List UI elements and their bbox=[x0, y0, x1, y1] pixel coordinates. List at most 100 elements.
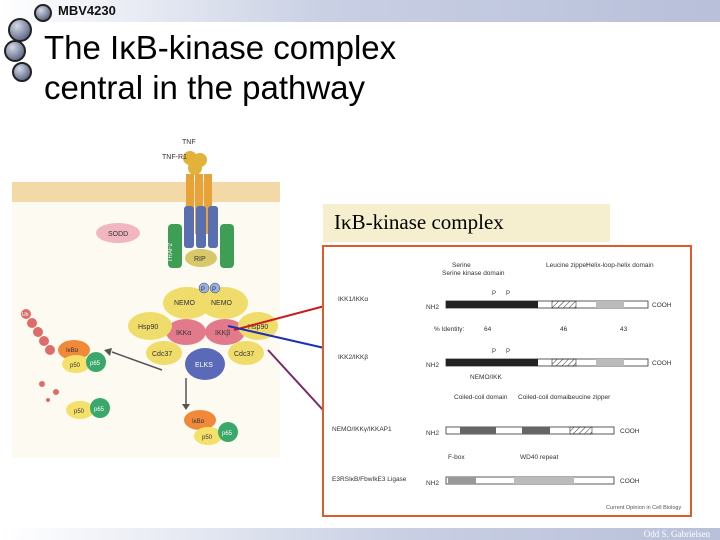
protein-e3-n: NH2 bbox=[426, 480, 439, 487]
p65-free bbox=[90, 398, 110, 418]
domain-diagram: Serine Serine kinase domain Leucine zipp… bbox=[332, 262, 681, 511]
p50-free-label: p50 bbox=[74, 409, 85, 415]
slide-title: The IκB-kinase complex central in the pa… bbox=[44, 28, 644, 108]
e3-fbox bbox=[448, 477, 476, 484]
sodd bbox=[96, 223, 140, 243]
ikka bbox=[166, 319, 206, 345]
footer-bar bbox=[0, 528, 720, 540]
header-bar bbox=[0, 0, 720, 22]
e3-wd40 bbox=[514, 477, 574, 484]
figure-credit: Current Opinion in Cell Biology bbox=[606, 505, 681, 511]
cc-header-1: Coiled-coil domain bbox=[454, 394, 508, 401]
decor-orb-3 bbox=[4, 40, 26, 62]
ikba-upper-label: IκBα bbox=[66, 348, 79, 354]
phospho-1 bbox=[198, 282, 210, 294]
ikk1-hlh bbox=[596, 301, 624, 308]
rip bbox=[185, 249, 217, 267]
p50-upper bbox=[62, 355, 90, 373]
cdc37-label-2: Cdc37 bbox=[234, 351, 254, 358]
p65-upper-label: p65 bbox=[90, 361, 101, 367]
fragment-1 bbox=[39, 381, 45, 387]
phospho-2 bbox=[209, 282, 221, 294]
title-line-1: The IκB-kinase complex bbox=[44, 29, 397, 66]
protein-nemo-name: NEMO/IKKγ/IKKAP1 bbox=[332, 426, 392, 433]
elks bbox=[185, 348, 225, 380]
protein-e3-name: E3RSIκB/FbwIkE3 Ligase bbox=[332, 476, 407, 483]
protein-ikk1-n: NH2 bbox=[426, 304, 439, 311]
tnf-ligand bbox=[183, 151, 207, 175]
callout-label: IκB-kinase complex bbox=[334, 210, 504, 234]
pathway-arrowhead-2 bbox=[104, 348, 112, 356]
cell-membrane bbox=[12, 182, 280, 202]
ikk2-p1: P bbox=[492, 349, 496, 355]
protein-nemo-c: COOH bbox=[620, 428, 640, 435]
traf2-right bbox=[220, 224, 234, 268]
ikk1-p1: P bbox=[492, 291, 496, 297]
identity-lz: 46 bbox=[560, 326, 568, 333]
footer-author: Odd S. Gabrielsen bbox=[643, 529, 710, 539]
wd40-label: WD40 repeat bbox=[520, 454, 558, 461]
fbox-label: F-box bbox=[448, 454, 465, 461]
ikba-lower bbox=[184, 410, 216, 430]
callout-box bbox=[323, 204, 610, 242]
hsp90-right bbox=[238, 312, 278, 340]
hsp90-label-2: Hsp90 bbox=[248, 324, 268, 331]
phospho-2-label: P bbox=[212, 287, 216, 293]
protein-ikk2-c: COOH bbox=[652, 360, 672, 367]
p65-upper bbox=[86, 352, 106, 372]
protein-nemo-n: NH2 bbox=[426, 430, 439, 437]
nemo-left bbox=[163, 287, 211, 319]
nemo-leucine-zipper bbox=[569, 426, 593, 435]
p50-free bbox=[66, 401, 94, 419]
ub-label: Ub bbox=[22, 312, 29, 318]
domain-header-hlh: Helix-loop-helix domain bbox=[586, 262, 654, 269]
ubiquitin-chain bbox=[21, 309, 55, 355]
protein-ikk1-c: COOH bbox=[652, 302, 672, 309]
ikk2-p2: P bbox=[506, 349, 510, 355]
pathway-figure: TNF TNF-R1 TRAF2 RIP SODD NEMO NEMO IKKα… bbox=[12, 138, 280, 458]
elks-label: ELKS bbox=[195, 362, 213, 369]
decor-orb-4 bbox=[12, 62, 32, 82]
tradd-1 bbox=[184, 206, 194, 248]
ikk2-hlh bbox=[596, 359, 624, 366]
protein-ikk2-name: IKK2/IKKβ bbox=[338, 354, 368, 361]
phospho-1-label: P bbox=[201, 287, 205, 293]
domain-header-leucine: Leucine zipper bbox=[546, 262, 589, 269]
protein-ikk1-name: IKK1/IKKα bbox=[338, 296, 368, 303]
identity-kinase: 64 bbox=[484, 326, 492, 333]
p65-lower bbox=[218, 422, 238, 442]
tnfr1-label: TNF-R1 bbox=[162, 154, 187, 161]
nemo-cc2 bbox=[522, 427, 550, 434]
pathway-arrow-left bbox=[111, 351, 163, 371]
ikk2-leucine-zipper bbox=[551, 358, 577, 367]
nemo-ikk-label: NEMO/IKK bbox=[470, 374, 502, 381]
ikk2-kinase-domain bbox=[446, 359, 538, 366]
ikk-complex: NEMO NEMO IKKα IKKβ Hsp90 Hsp90 Cdc37 Cd… bbox=[128, 287, 278, 380]
domain-figure: Serine Serine kinase domain Leucine zipp… bbox=[322, 245, 692, 517]
cdc37-label-1: Cdc37 bbox=[152, 351, 172, 358]
p50-lower-label: p50 bbox=[202, 435, 213, 441]
cc-header-2: Coiled-coil domain bbox=[518, 394, 572, 401]
ikba-upper bbox=[58, 340, 90, 360]
decor-orb-1 bbox=[34, 4, 52, 22]
title-line-2: central in the pathway bbox=[44, 69, 366, 106]
nemo-label-1: NEMO bbox=[174, 300, 196, 307]
nemo-cc1 bbox=[460, 427, 496, 434]
traf2-label: TRAF2 bbox=[168, 242, 174, 262]
ikk1-leucine-zipper bbox=[551, 300, 577, 309]
tnfr1-chain-3 bbox=[204, 174, 212, 234]
tnf-label: TNF bbox=[182, 139, 196, 146]
ikka-label: IKKα bbox=[176, 330, 191, 337]
cc-header-lz: Leucine zipper bbox=[568, 394, 611, 401]
rip-label: RIP bbox=[194, 256, 206, 263]
hsp90-left bbox=[128, 312, 172, 340]
protein-ikk2-n: NH2 bbox=[426, 362, 439, 369]
nemo-right bbox=[200, 287, 248, 319]
tradd-2 bbox=[196, 206, 206, 248]
ikba-lower-label: IκBα bbox=[192, 419, 205, 425]
sodd-label: SODD bbox=[108, 231, 128, 238]
fadd bbox=[208, 206, 218, 248]
identity-hlh: 43 bbox=[620, 326, 628, 333]
p50-lower bbox=[194, 427, 222, 445]
ikk1-kinase-domain bbox=[446, 301, 538, 308]
